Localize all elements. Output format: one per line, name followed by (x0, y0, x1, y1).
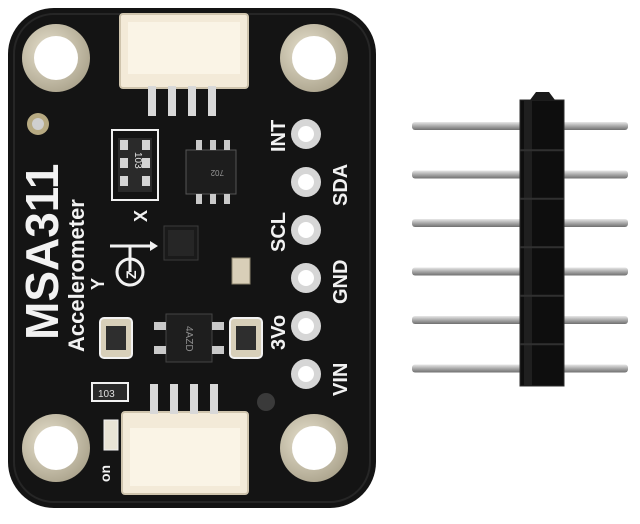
pin-pad-sda (291, 167, 321, 197)
capacitor-3 (229, 317, 263, 359)
axis-y-label: Y (88, 278, 108, 290)
header-dividers (520, 149, 564, 346)
header-plastic (519, 92, 565, 387)
stemma-qt-connector-top (119, 13, 249, 116)
resistor-array: 103 (111, 129, 159, 201)
capacitor-1 (231, 257, 251, 285)
resistor-103: 103 (91, 382, 129, 402)
header-pin-strip (412, 92, 628, 387)
resistor-marking: 103 (98, 389, 115, 400)
pin-label-sda: SDA (330, 164, 352, 206)
resistor-array-marking: 103 (132, 152, 143, 169)
stemma-qt-connector-bottom (121, 384, 249, 495)
switch-label: on (97, 465, 113, 482)
pin-label-vin: VIN (330, 363, 352, 396)
board-title: MSA311 (16, 164, 68, 340)
pin-label-int: INT (268, 120, 290, 152)
axis-x-label: X (131, 210, 151, 222)
regulator-marking: 4AZD (183, 326, 194, 352)
via (257, 393, 275, 411)
axis-indicator (110, 244, 152, 287)
axis-z-label: Z (123, 270, 139, 279)
pin-pad-int (291, 119, 321, 149)
pin-pad-vin (291, 359, 321, 389)
msa311-sensor-ic (163, 225, 199, 261)
pin-pad-scl (291, 215, 321, 245)
pin-pad-gnd (291, 263, 321, 293)
pin-pads (291, 119, 321, 389)
pin-label-gnd: GND (330, 260, 352, 304)
accelerometer-chip-marking: 702 (210, 168, 224, 177)
accelerometer-chip: 702 (185, 140, 237, 204)
voltage-regulator: 4AZD (154, 313, 224, 363)
msa311-breakout-board: MSA311 Accelerometer 103 702 (8, 8, 376, 508)
pin-pad-3vo (291, 311, 321, 341)
power-led (103, 419, 119, 451)
pin-label-scl: SCL (268, 212, 290, 252)
pin-label-3vo: 3Vo (268, 315, 290, 350)
mounting-hole-bottom-right (280, 414, 348, 482)
mounting-hole-top-left (22, 24, 90, 92)
mounting-hole-bottom-left (22, 414, 90, 482)
x-axis-arrow-icon (150, 241, 158, 251)
board-subtitle: Accelerometer (64, 199, 89, 352)
mounting-hole-top-right (280, 24, 348, 92)
capacitor-2 (99, 317, 133, 359)
